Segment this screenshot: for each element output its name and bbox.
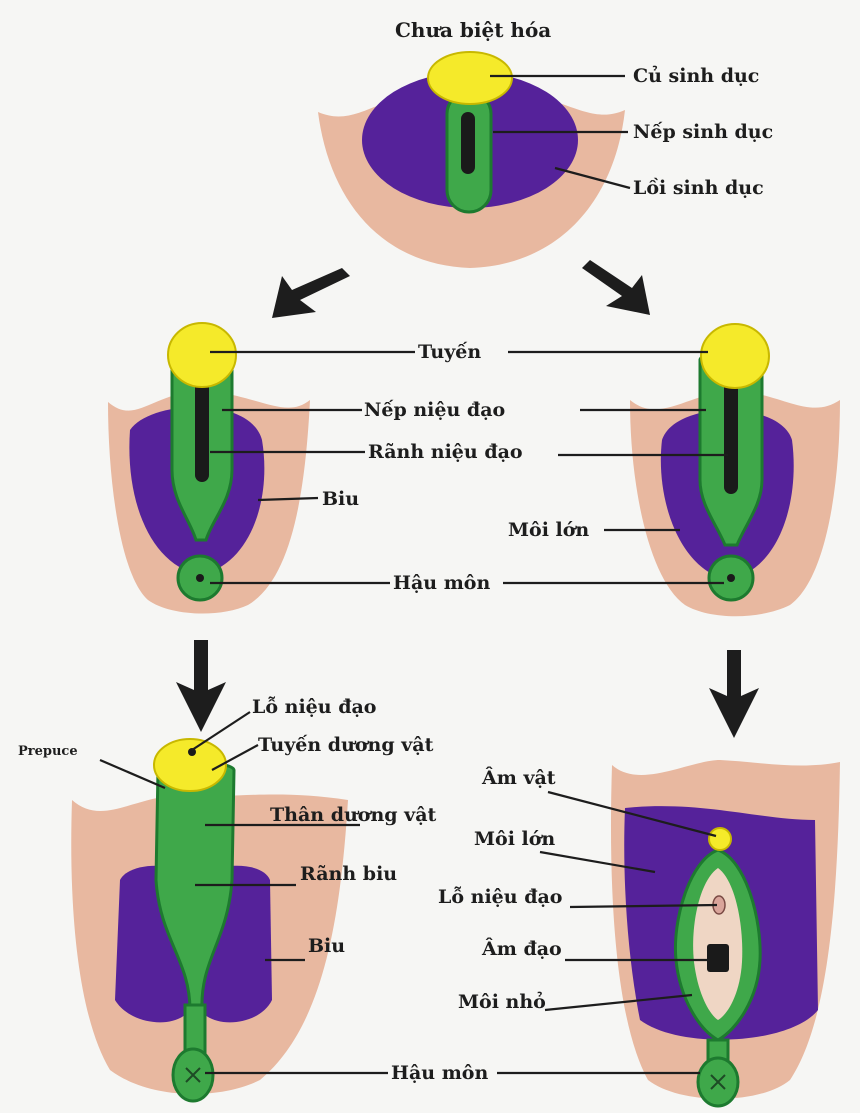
- label-hau-mon-middle: Hậu môn: [393, 572, 490, 594]
- arrow-down-male: [176, 640, 226, 732]
- label-ranh-nieu-dao: Rãnh niệu đạo: [368, 441, 523, 463]
- label-am-dao: Âm đạo: [481, 937, 562, 960]
- arrow-down-right: [582, 260, 650, 315]
- label-loi-sinh-duc: Lồi sinh dục: [633, 177, 764, 199]
- label-cu-sinh-duc: Củ sinh dục: [633, 65, 759, 87]
- label-nep-sinh-duc: Nếp sinh dục: [633, 121, 773, 143]
- undifferentiated-figure: [318, 51, 625, 268]
- middle-female-figure: [630, 323, 840, 617]
- label-lo-nieu-dao-female: Lỗ niệu đạo: [438, 886, 562, 908]
- label-biu-final: Biu: [308, 935, 345, 957]
- label-moi-nho: Môi nhỏ: [458, 991, 546, 1013]
- title: Chưa biệt hóa: [395, 18, 551, 42]
- label-prepuce: Prepuce: [18, 744, 78, 759]
- label-biu-middle: Biu: [322, 488, 359, 510]
- female-final-figure: [610, 760, 840, 1108]
- middle-male-figure: [108, 322, 310, 614]
- label-lo-nieu-dao-male: Lỗ niệu đạo: [252, 696, 376, 718]
- label-nep-nieu-dao: Nếp niệu đạo: [364, 399, 505, 421]
- label-am-vat: Âm vật: [481, 766, 556, 789]
- label-moi-lon-final: Môi lớn: [474, 828, 555, 850]
- label-tuyen: Tuyến: [418, 341, 481, 363]
- arrow-down-female: [709, 650, 759, 738]
- male-final-figure: [71, 738, 349, 1103]
- label-moi-lon-middle: Môi lớn: [508, 519, 589, 541]
- label-ranh-biu: Rãnh biu: [300, 863, 397, 885]
- arrow-down-left: [272, 268, 350, 318]
- label-tuyen-duong-vat: Tuyến dương vật: [258, 734, 434, 756]
- label-than-duong-vat: Thân dương vật: [270, 804, 437, 826]
- label-hau-mon-bottom: Hậu môn: [391, 1062, 488, 1084]
